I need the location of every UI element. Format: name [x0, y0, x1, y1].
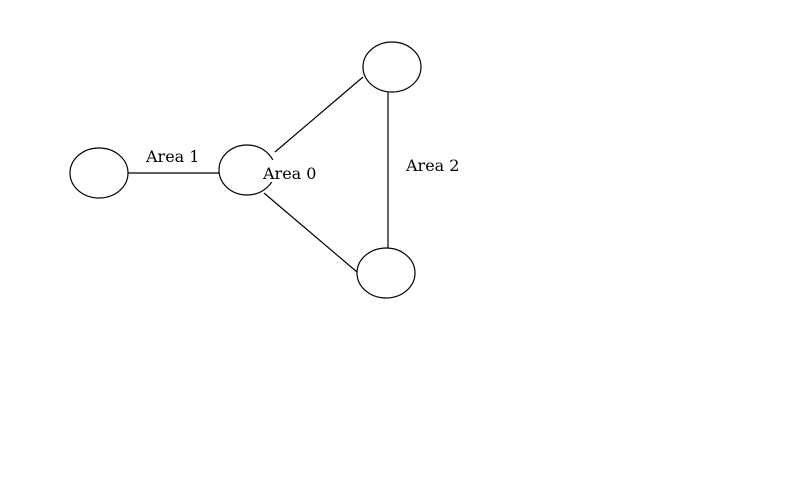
left-router-node [69, 147, 129, 199]
area1-label: Area 1 [145, 147, 199, 166]
link-center-top [274, 76, 364, 153]
bottom-router-node [356, 247, 416, 299]
link-center-bottom [263, 192, 358, 273]
area0-label-bg [262, 160, 316, 182]
area2-label: Area 2 [405, 156, 459, 175]
area0-label: Area 0 [262, 164, 316, 183]
top-router-node [362, 41, 422, 93]
